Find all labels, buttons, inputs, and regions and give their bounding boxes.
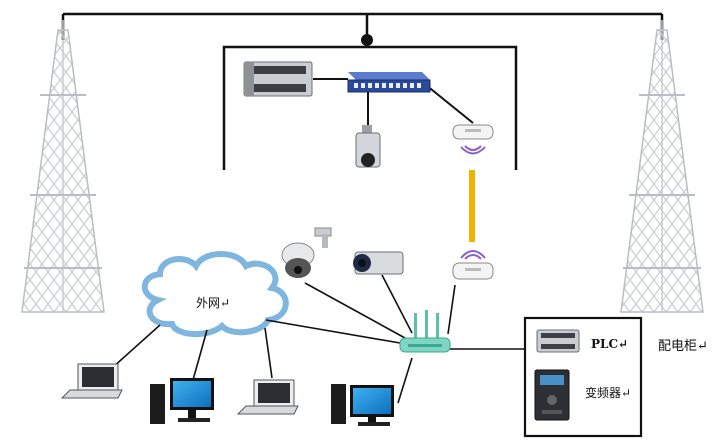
- camera-icon: [353, 251, 404, 275]
- top-wiring: [61, 12, 664, 170]
- cabinet-box: [523, 316, 643, 438]
- tower-icon: [620, 20, 704, 313]
- laptop-icon: [236, 379, 299, 415]
- wireless-bridge-icon: [452, 124, 494, 155]
- upper-links: [313, 78, 474, 125]
- tower-icon: [21, 20, 105, 313]
- cloud-label: 外网↵: [196, 296, 231, 310]
- wireless-bridge-icon: [452, 250, 494, 280]
- desktop-computer-icon: [150, 378, 214, 424]
- yellow-link: [469, 170, 475, 242]
- cabinet-label: 配电柜↵: [658, 339, 708, 354]
- camera-icon: [355, 125, 381, 168]
- network-switch-icon: [347, 72, 431, 93]
- desktop-computer-icon: [331, 384, 394, 426]
- inverter-label: 变频器↵: [585, 386, 632, 400]
- junction-dot: [361, 34, 373, 46]
- cloud-icon: [141, 251, 289, 337]
- router-icon: [399, 310, 451, 353]
- laptop-icon: [60, 363, 123, 399]
- dome-camera-icon: [281, 227, 332, 278]
- plc-label: PLC↵: [591, 337, 629, 351]
- lower-links: [111, 274, 525, 404]
- plc-icon: [536, 329, 580, 353]
- plc-icon: [243, 61, 313, 97]
- inverter-icon: [534, 369, 570, 421]
